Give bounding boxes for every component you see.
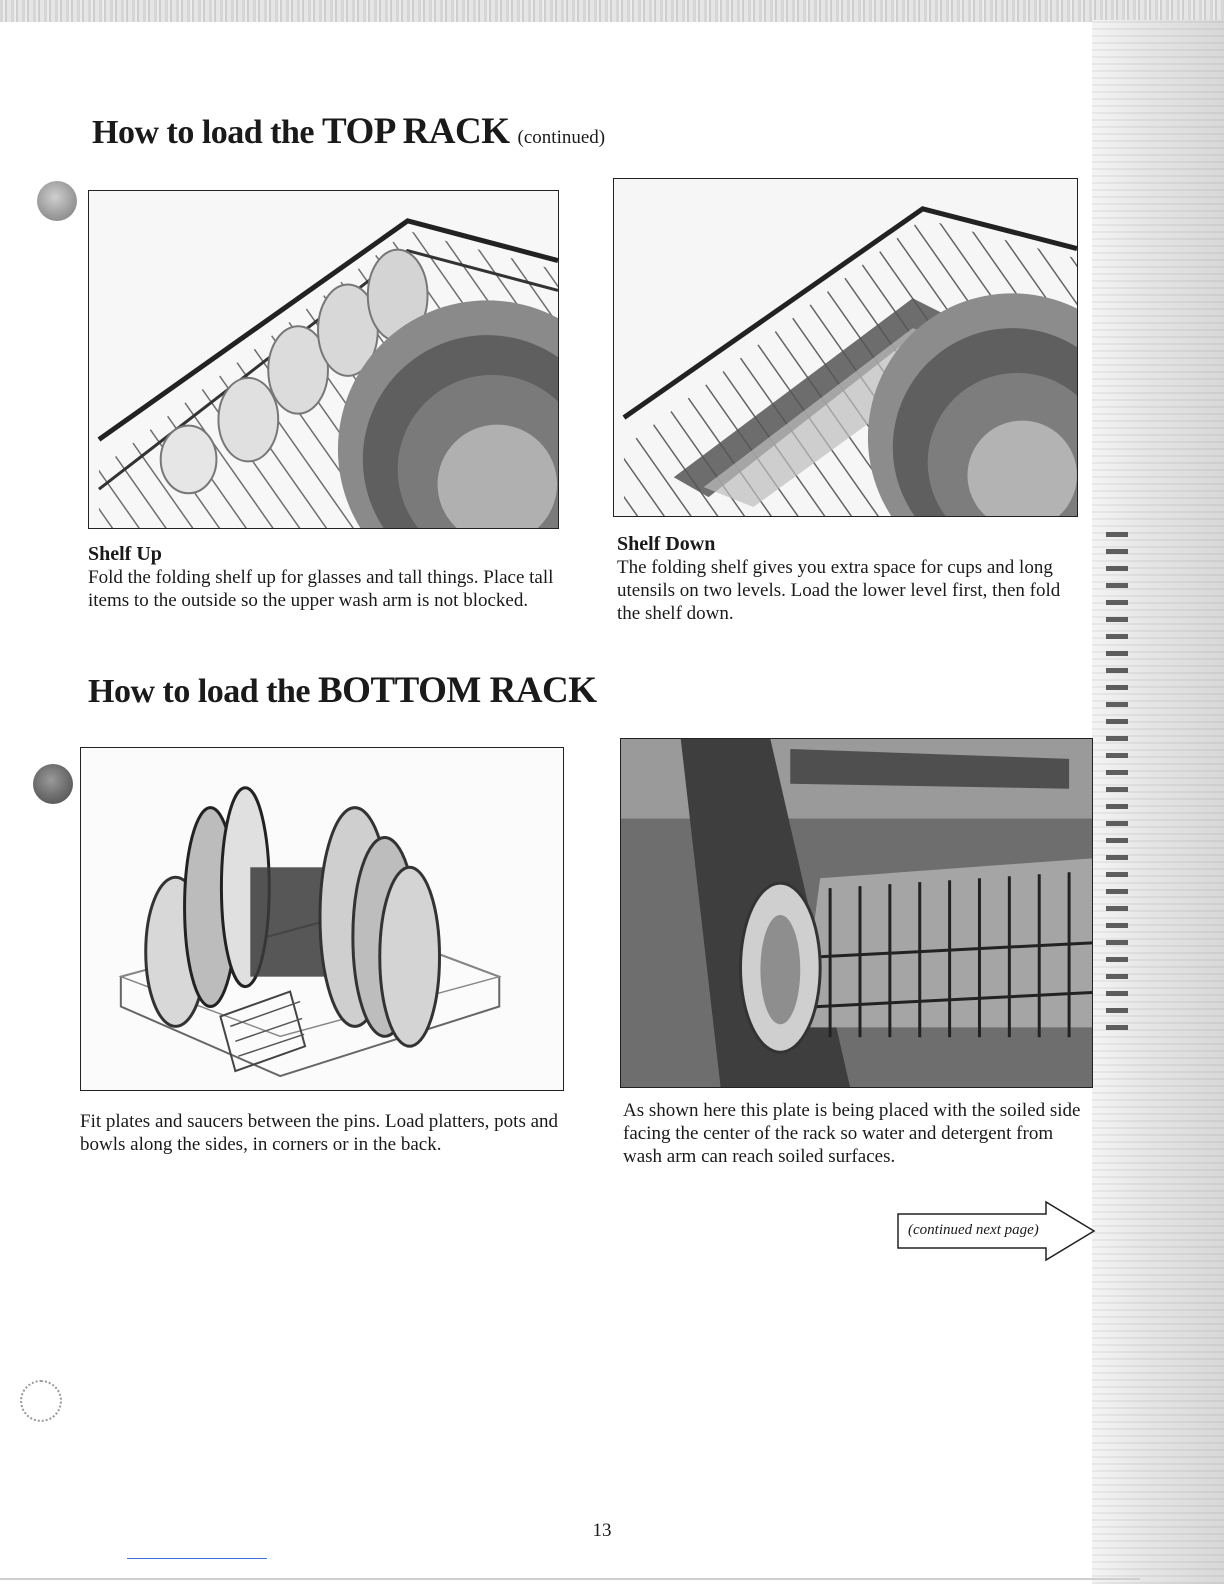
- shelf-up-caption: Shelf Up Fold the folding shelf up for g…: [88, 543, 558, 612]
- blue-mark-line: [127, 1558, 267, 1559]
- shelf-up-text: Fold the folding shelf up for glasses an…: [88, 567, 554, 611]
- bottom-rack-photo: [620, 738, 1093, 1088]
- bottom-rack-title-caps: BOTTOM RACK: [318, 670, 597, 711]
- soiled-caption: As shown here this plate is being placed…: [623, 1099, 1093, 1168]
- top-rack-title-caps: TOP RACK: [322, 111, 510, 152]
- soiled-text: As shown here this plate is being placed…: [623, 1100, 1081, 1167]
- shelf-down-heading: Shelf Down: [617, 533, 716, 555]
- plates-text: Fit plates and saucers between the pins.…: [80, 1111, 559, 1155]
- shelf-down-text: The folding shelf gives you extra space …: [617, 557, 1061, 624]
- shelf-up-photo: [88, 190, 559, 529]
- shelf-up-heading: Shelf Up: [88, 543, 162, 565]
- faded-bullet-icon: [20, 1380, 62, 1422]
- section-bullet-icon: [33, 764, 73, 804]
- top-rack-title: How to load the TOP RACK (continued): [92, 110, 605, 153]
- arrow-right-icon: [897, 1200, 1096, 1262]
- bottom-rack-title-lead: How to load the: [88, 673, 318, 710]
- shelf-down-photo: [613, 178, 1078, 517]
- plates-caption: Fit plates and saucers between the pins.…: [80, 1110, 575, 1156]
- top-rack-title-lead: How to load the: [92, 114, 322, 151]
- continued-next-page-label: (continued next page): [908, 1222, 1039, 1238]
- bottom-rack-title: How to load the BOTTOM RACK: [88, 669, 597, 712]
- section-bullet-icon: [37, 181, 77, 221]
- shelf-down-caption: Shelf Down The folding shelf gives you e…: [617, 533, 1062, 625]
- continued-next-page-arrow: (continued next page): [896, 1200, 1098, 1262]
- page-number: 13: [592, 1520, 612, 1541]
- side-tab-marks: [1106, 530, 1128, 1030]
- scan-edge-top: [0, 0, 1224, 22]
- bottom-edge-rule: [0, 1578, 1140, 1580]
- top-rack-title-suffix: (continued): [517, 127, 606, 148]
- bottom-rack-illustration: [80, 747, 564, 1091]
